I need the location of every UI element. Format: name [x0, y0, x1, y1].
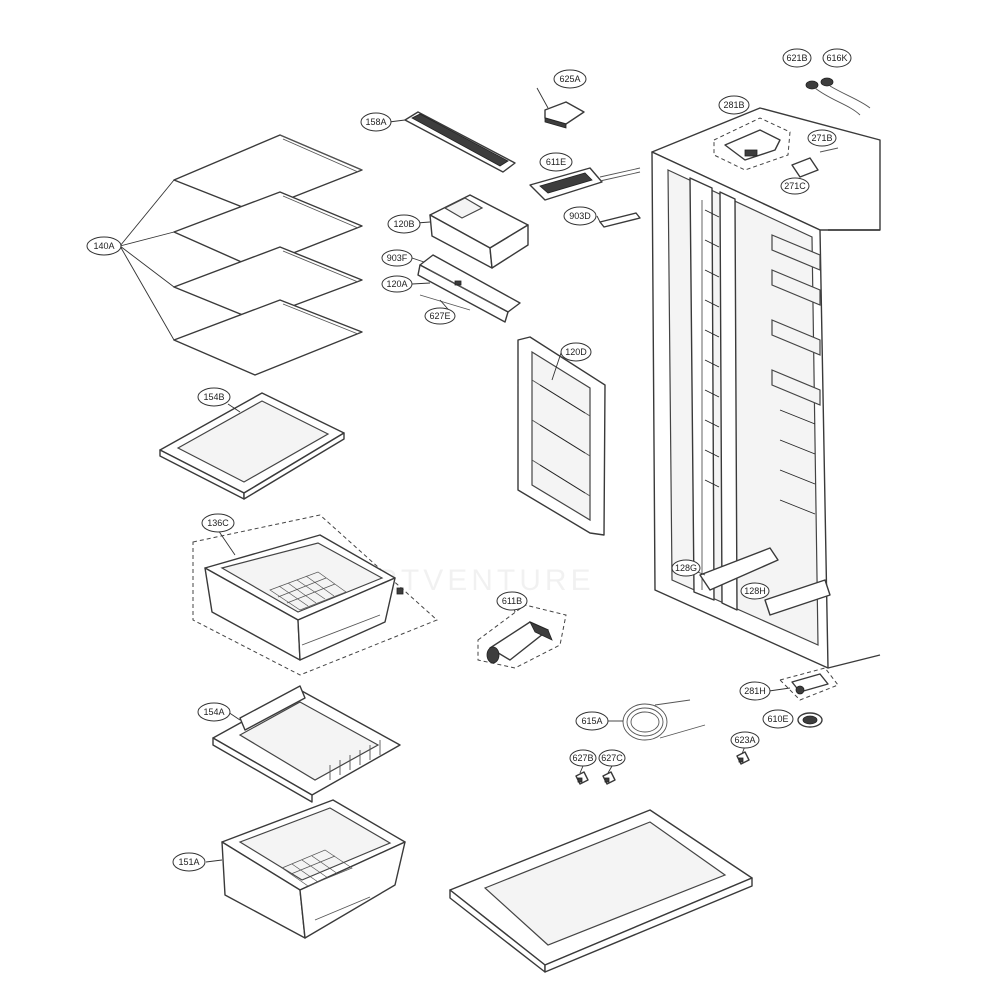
part-611b [477, 604, 567, 669]
part-281h-hinge [779, 667, 839, 701]
callout-154b: 154B [197, 387, 231, 407]
callout-611e: 611E [539, 152, 573, 172]
callout-label: 615A [581, 716, 602, 726]
glass-shelves [173, 134, 363, 376]
part-610e-ring [797, 712, 823, 728]
callout-120d: 120D [560, 342, 592, 362]
fridge-cabinet [651, 107, 881, 669]
part-625a [536, 87, 585, 129]
part-281b-top-hinge [713, 117, 791, 171]
part-120d-panel [517, 336, 606, 536]
callout-label: 271C [784, 181, 806, 191]
callout-label: 903D [569, 211, 591, 221]
callout-label: 151A [178, 857, 199, 867]
callout-label: 627B [572, 753, 593, 763]
cabinet-shelf-rails-left [701, 200, 720, 590]
callout-label: 627E [429, 311, 450, 321]
callout-label: 140A [93, 241, 114, 251]
glass-shelf-3 [173, 246, 363, 321]
callout-label: 611E [546, 157, 566, 167]
part-623a-clip [736, 751, 750, 765]
callout-label: 281H [744, 686, 766, 696]
callout-label: 623A [734, 735, 755, 745]
callout-128h: 128H [740, 582, 770, 600]
callout-label: 611B [502, 596, 522, 606]
callout-623a: 623A [730, 731, 760, 749]
callout-label: 128G [675, 563, 697, 573]
callout-label: 158A [365, 117, 386, 127]
callout-151a: 151A [172, 852, 206, 872]
callout-140a: 140A [86, 236, 122, 256]
part-621b-616k [805, 77, 871, 116]
callout-627e: 627E [424, 307, 456, 325]
callout-128g: 128G [671, 559, 701, 577]
part-120b-housing [429, 194, 529, 269]
callout-627b: 627B [569, 749, 597, 767]
part-158a-bar [404, 111, 516, 173]
part-627c-clip [602, 771, 616, 785]
callout-621b: 621B [782, 48, 812, 68]
glass-shelf-2 [173, 191, 363, 269]
callout-label: 154B [203, 392, 224, 402]
callout-label: 903F [387, 253, 408, 263]
callout-label: 610E [767, 714, 788, 724]
callout-271b: 271B [807, 129, 837, 147]
callout-281b: 281B [718, 95, 750, 115]
lower-drawer [221, 799, 406, 939]
callout-281h: 281H [739, 681, 771, 701]
callout-label: 120B [393, 219, 414, 229]
crisper-drawer-assembly [192, 514, 438, 676]
callout-154a: 154A [197, 702, 231, 722]
callout-label: 120D [565, 347, 587, 357]
callout-627c: 627C [598, 749, 626, 767]
callout-615a: 615A [575, 711, 609, 731]
callout-903d: 903D [563, 206, 597, 226]
glass-shelf-1 [173, 134, 363, 213]
callout-label: 271B [811, 133, 832, 143]
callout-120b: 120B [387, 214, 421, 234]
crisper-cover [212, 685, 401, 803]
callout-136c: 136C [201, 513, 235, 533]
bottom-tray [449, 809, 753, 973]
callout-903f: 903F [381, 249, 413, 267]
callout-271c: 271C [780, 177, 810, 195]
callout-label: 625A [559, 74, 580, 84]
callout-label: 616K [826, 53, 847, 63]
callout-625a: 625A [553, 69, 587, 89]
callout-label: 136C [207, 518, 229, 528]
part-128h-rail [764, 579, 831, 616]
callout-label: 154A [203, 707, 224, 717]
part-128g-rail [699, 547, 779, 591]
callout-616k: 616K [822, 48, 852, 68]
part-271-bracket [791, 147, 839, 178]
callout-label: 120A [386, 279, 407, 289]
callout-label: 128H [744, 586, 766, 596]
part-903d [599, 212, 641, 228]
callout-label: 627C [601, 753, 623, 763]
part-627b-clip [575, 771, 589, 785]
callout-611b: 611B [496, 591, 528, 611]
callout-610e: 610E [762, 709, 794, 729]
callout-158a: 158A [360, 112, 392, 132]
part-611e [529, 167, 641, 201]
part-120a-panel [417, 254, 521, 323]
callout-120a: 120A [381, 275, 413, 293]
cabinet-shelf-rails-right [771, 234, 821, 515]
cover-ribs [329, 740, 381, 780]
shelf-frame [159, 392, 345, 500]
callout-label: 621B [786, 53, 807, 63]
part-615a-coil [622, 699, 706, 741]
glass-shelf-4 [173, 299, 363, 376]
callout-label: 281B [723, 100, 744, 110]
drawer-grid [269, 571, 347, 611]
